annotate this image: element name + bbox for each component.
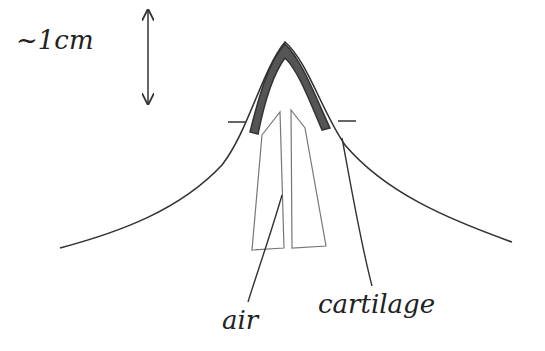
air-channel <box>291 110 326 248</box>
part-label: air <box>222 306 258 335</box>
cartilage-cap <box>250 44 330 134</box>
dimension-arrow <box>147 10 149 104</box>
air-channel <box>252 112 284 250</box>
leader-line <box>248 195 282 302</box>
level-mark <box>338 120 356 122</box>
skin-outline <box>60 42 512 248</box>
level-mark <box>228 121 246 123</box>
leader-line <box>342 138 372 286</box>
part-label: cartilage <box>318 290 435 319</box>
part-label: ~1cm <box>16 26 94 55</box>
